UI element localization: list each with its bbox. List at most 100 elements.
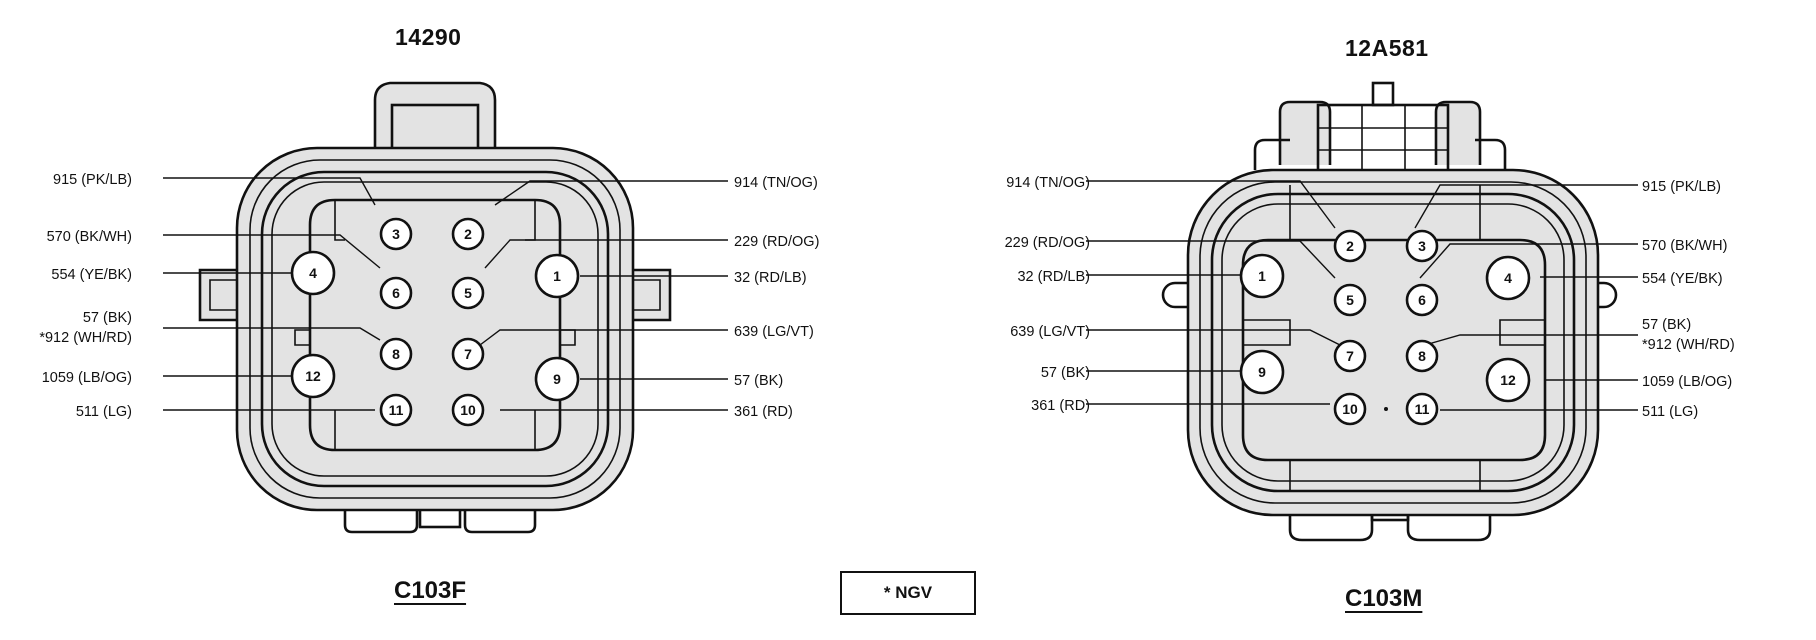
leader-570-bk-wh bbox=[163, 234, 381, 269]
label-32-rd-lb: 32 (RD/LB) bbox=[734, 270, 807, 286]
leader-229-rd-og bbox=[484, 239, 728, 269]
label-639-lg-vt: 639 (LG/VT) bbox=[734, 324, 814, 340]
left-connector-body bbox=[198, 81, 672, 534]
left-pin-7: 7 bbox=[451, 337, 485, 371]
label-914-tn-og: 914 (TN/OG) bbox=[734, 175, 818, 191]
svg-text:5: 5 bbox=[464, 285, 472, 301]
label-912-wh-rd: *912 (WH/RD) bbox=[39, 330, 132, 346]
right-connector-name: C103M bbox=[1345, 585, 1423, 612]
label-229-rd-og: 229 (RD/OG) bbox=[734, 234, 819, 250]
label-511-lg: 511 (LG) bbox=[76, 404, 132, 420]
label-915-pk-lb: 915 (PK/LB) bbox=[53, 172, 132, 188]
label-570-bk-wh: 570 (BK/WH) bbox=[47, 229, 132, 245]
svg-text:12: 12 bbox=[305, 368, 321, 384]
leader-915-pk-lb bbox=[163, 177, 376, 206]
svg-text:12: 12 bbox=[1500, 372, 1516, 388]
label-361-rd: 361 (RD) bbox=[734, 404, 793, 420]
r-leader-57-bk-912 bbox=[1424, 334, 1638, 346]
right-pin-8: 8 bbox=[1405, 339, 1439, 373]
left-pin-11: 11 bbox=[379, 393, 413, 427]
right-pin-7: 7 bbox=[1333, 339, 1367, 373]
left-pin-6: 6 bbox=[379, 276, 413, 310]
right-pin-2: 2 bbox=[1333, 229, 1367, 263]
r-label-361-rd: 361 (RD) bbox=[1031, 398, 1090, 414]
svg-text:3: 3 bbox=[392, 226, 400, 242]
right-part-number: 12A581 bbox=[1345, 35, 1429, 61]
svg-text:11: 11 bbox=[1415, 401, 1430, 417]
left-wire-labels: 915 (PK/LB) 570 (BK/WH) 554 (YE/BK) 57 (… bbox=[39, 172, 819, 420]
r-label-915-pk-lb: 915 (PK/LB) bbox=[1642, 179, 1721, 195]
left-part-number: 14290 bbox=[395, 24, 462, 50]
left-connector-name: C103F bbox=[394, 577, 467, 604]
right-pin-9: 9 bbox=[1239, 349, 1285, 395]
svg-text:3: 3 bbox=[1418, 238, 1426, 254]
svg-text:10: 10 bbox=[1342, 401, 1358, 417]
r-label-32-rd-lb: 32 (RD/LB) bbox=[1017, 269, 1090, 285]
r-label-912-wh-rd: *912 (WH/RD) bbox=[1642, 337, 1735, 353]
svg-text:7: 7 bbox=[464, 346, 472, 362]
svg-text:1: 1 bbox=[1258, 268, 1266, 284]
svg-text:6: 6 bbox=[1418, 292, 1426, 308]
svg-text:6: 6 bbox=[392, 285, 400, 301]
r-label-914-tn-og: 914 (TN/OG) bbox=[1006, 175, 1090, 191]
right-pin-1: 1 bbox=[1239, 253, 1285, 299]
r-label-639-lg-vt: 639 (LG/VT) bbox=[1010, 324, 1090, 340]
label-554-ye-bk: 554 (YE/BK) bbox=[51, 267, 132, 283]
right-pin-12: 12 bbox=[1485, 357, 1531, 403]
leader-914-tn-og bbox=[494, 180, 728, 206]
left-leader-lines bbox=[163, 177, 728, 411]
svg-text:4: 4 bbox=[1504, 270, 1512, 286]
svg-text:5: 5 bbox=[1346, 292, 1354, 308]
left-pin-2: 2 bbox=[451, 217, 485, 251]
right-pin-4: 4 bbox=[1485, 255, 1531, 301]
left-pin-10: 10 bbox=[451, 393, 485, 427]
right-leader-lines bbox=[1086, 180, 1638, 411]
left-pins: 3 2 4 6 5 1 8 7 12 9 11 10 bbox=[290, 217, 580, 427]
svg-text:2: 2 bbox=[1346, 238, 1354, 254]
right-pin-10: 10 bbox=[1333, 392, 1367, 426]
right-wire-labels: 914 (TN/OG) 229 (RD/OG) 32 (RD/LB) 639 (… bbox=[1005, 175, 1735, 420]
r-leader-570-bk-wh bbox=[1419, 243, 1638, 279]
right-pins: 2 3 1 5 6 4 7 8 9 12 10 11 bbox=[1239, 229, 1531, 426]
left-pin-1: 1 bbox=[534, 253, 580, 299]
r-label-229-rd-og: 229 (RD/OG) bbox=[1005, 235, 1090, 251]
svg-text:7: 7 bbox=[1346, 348, 1354, 364]
r-label-57-bk: 57 (BK) bbox=[1041, 365, 1090, 381]
right-connector-body bbox=[1161, 81, 1618, 542]
r-label-57-bk-right: 57 (BK) bbox=[1642, 317, 1691, 333]
right-pin-6: 6 bbox=[1405, 283, 1439, 317]
r-label-554-ye-bk: 554 (YE/BK) bbox=[1642, 271, 1723, 287]
svg-text:1: 1 bbox=[553, 268, 561, 284]
left-pin-3: 3 bbox=[379, 217, 413, 251]
right-pin-3: 3 bbox=[1405, 229, 1439, 263]
right-pin-11: 11 bbox=[1405, 392, 1439, 426]
label-57-bk: 57 (BK) bbox=[83, 310, 132, 326]
r-leader-229-rd-og bbox=[1086, 240, 1336, 279]
svg-text:2: 2 bbox=[464, 226, 472, 242]
left-pin-5: 5 bbox=[451, 276, 485, 310]
left-pin-9: 9 bbox=[534, 356, 580, 402]
r-leader-639-lg-vt bbox=[1086, 329, 1341, 346]
leader-639-lg-vt bbox=[479, 329, 728, 346]
ngv-legend-box: * NGV bbox=[840, 571, 976, 615]
left-pin-4: 4 bbox=[290, 250, 336, 296]
r-leader-915-pk-lb bbox=[1414, 184, 1638, 229]
leader-57-bk-912 bbox=[163, 327, 381, 341]
svg-text:8: 8 bbox=[392, 346, 400, 362]
r-label-511-lg: 511 (LG) bbox=[1642, 404, 1698, 420]
svg-text:4: 4 bbox=[309, 265, 317, 281]
ngv-legend-text: * NGV bbox=[883, 583, 933, 602]
svg-text:9: 9 bbox=[553, 371, 561, 387]
r-label-570-bk-wh: 570 (BK/WH) bbox=[1642, 238, 1727, 254]
svg-text:9: 9 bbox=[1258, 364, 1266, 380]
svg-text:8: 8 bbox=[1418, 348, 1426, 364]
left-pin-12: 12 bbox=[290, 353, 336, 399]
svg-text:10: 10 bbox=[460, 402, 476, 418]
r-leader-914-tn-og bbox=[1086, 180, 1336, 229]
label-1059-lb-og: 1059 (LB/OG) bbox=[42, 370, 132, 386]
svg-text:11: 11 bbox=[389, 402, 404, 418]
label-57-bk-right: 57 (BK) bbox=[734, 373, 783, 389]
right-pin-5: 5 bbox=[1333, 283, 1367, 317]
left-pin-8: 8 bbox=[379, 337, 413, 371]
